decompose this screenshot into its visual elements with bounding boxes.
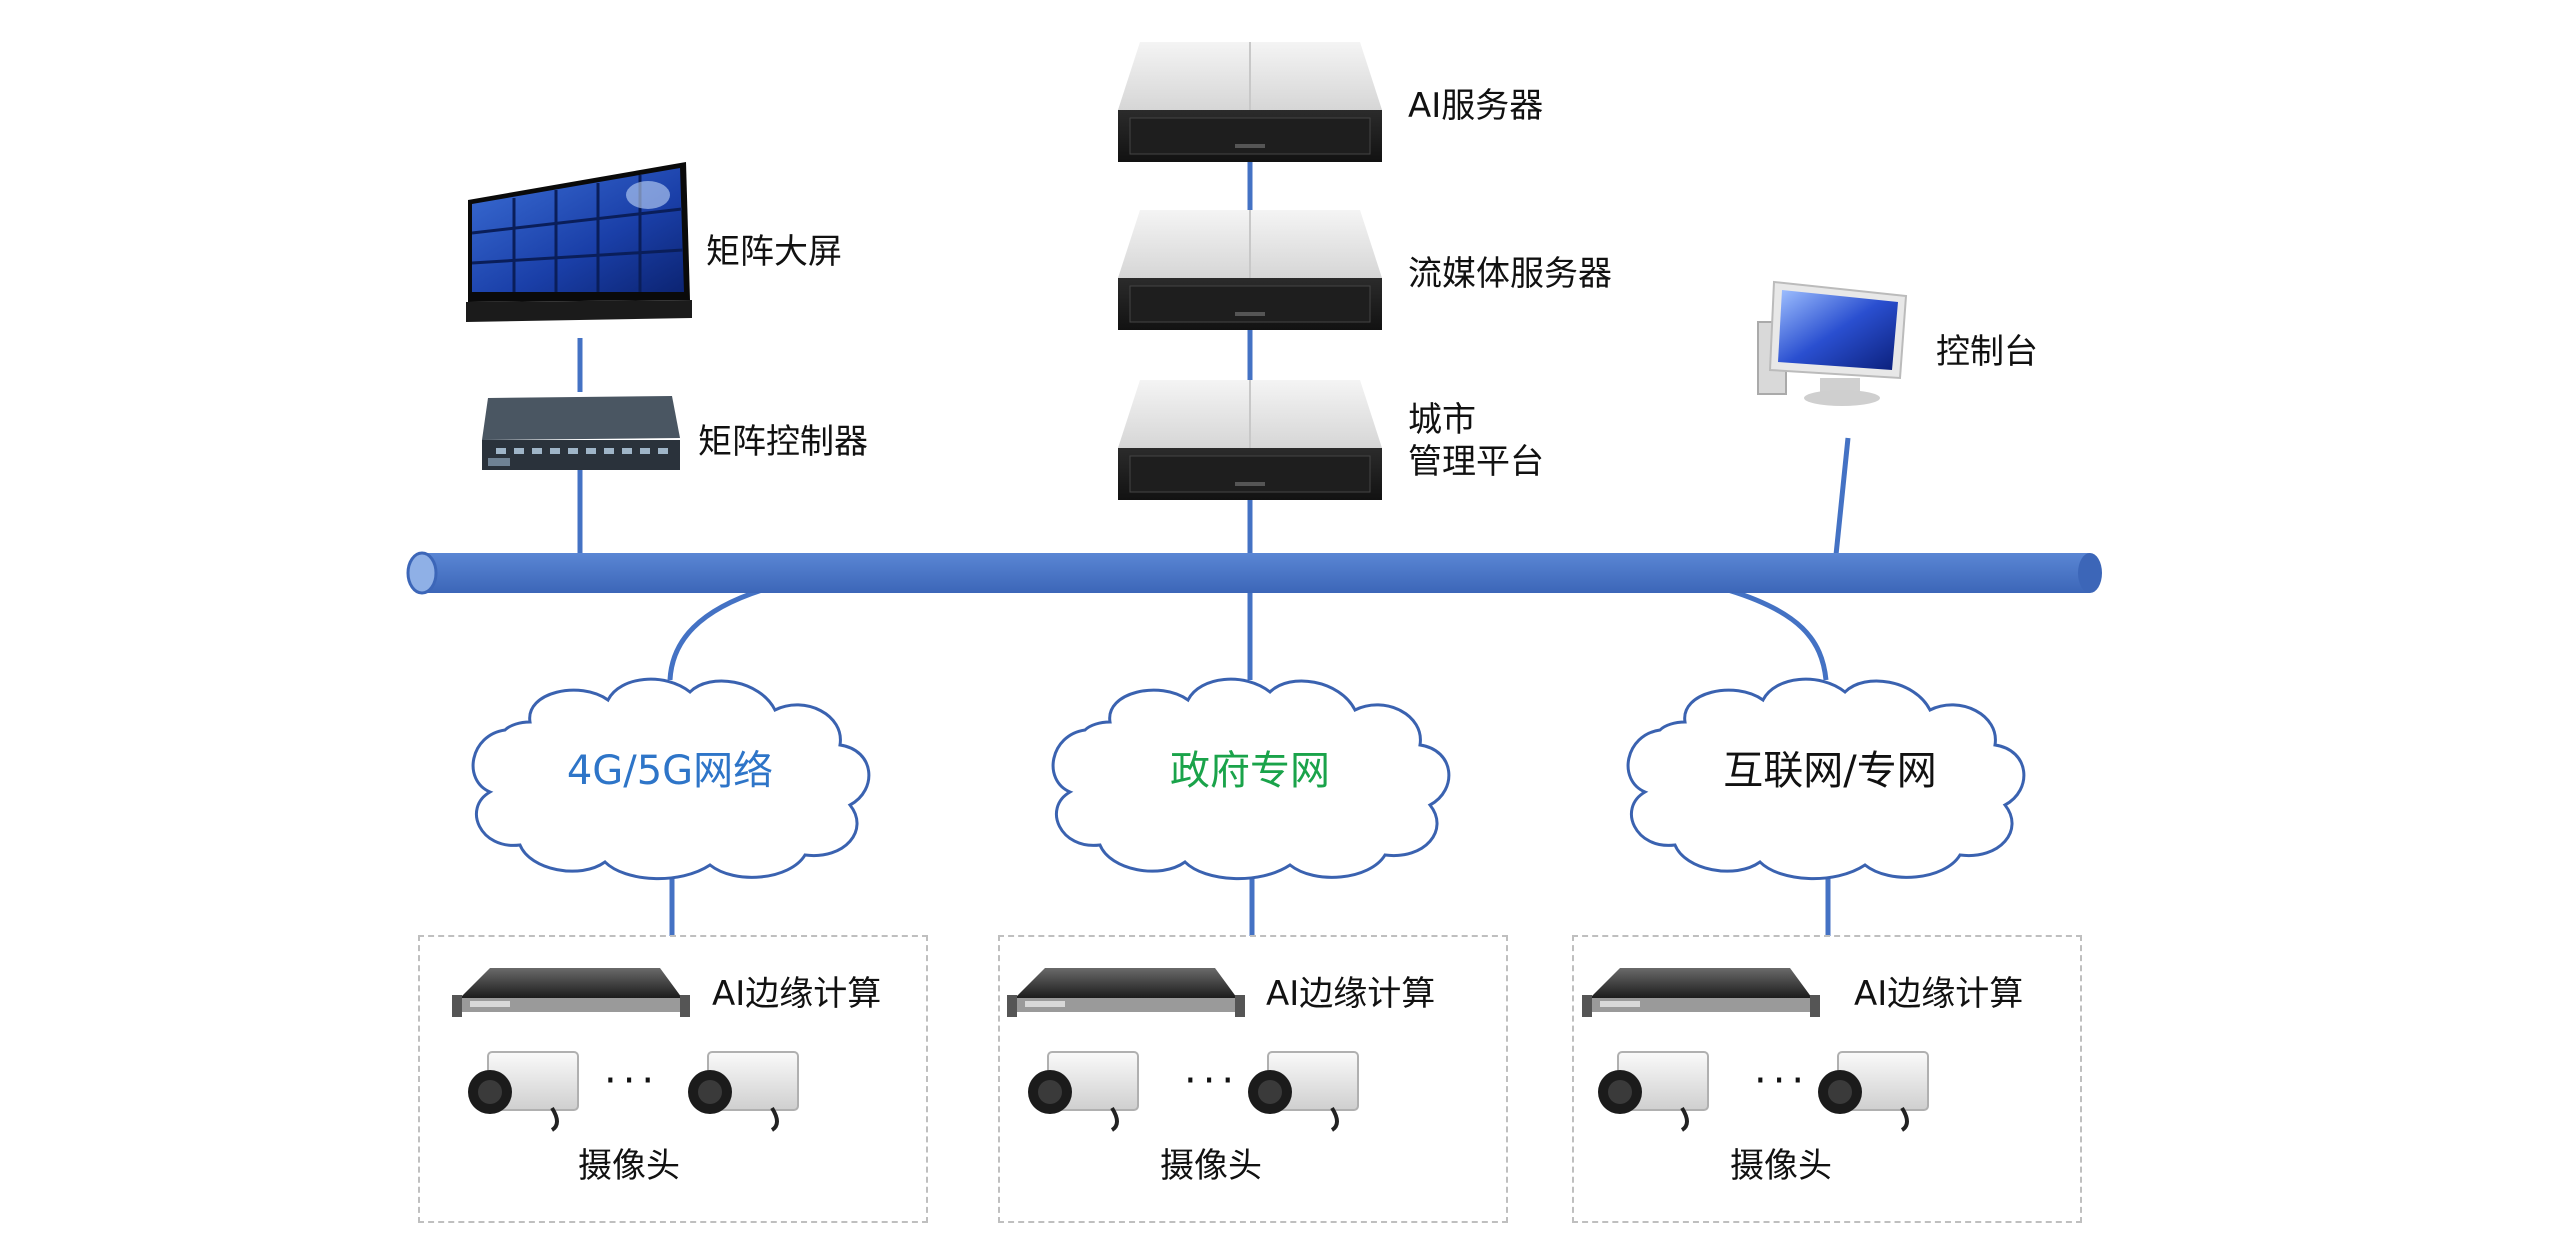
camera-label-1: 摄像头 — [578, 1146, 680, 1186]
media-server-icon — [1118, 210, 1382, 330]
camera-icon-3a — [1598, 1051, 1709, 1132]
matrix-controller-label: 矩阵控制器 — [698, 422, 868, 462]
edge-group-box-1 — [418, 935, 928, 1223]
video-wall-icon — [466, 162, 692, 322]
media-server-label: 流媒体服务器 — [1408, 254, 1612, 294]
camera-icon-1b — [688, 1051, 799, 1132]
edge-label-1: AI边缘计算 — [712, 974, 882, 1014]
network-bus — [406, 551, 2102, 595]
camera-label-2: 摄像头 — [1160, 1146, 1262, 1186]
matrix-controller-icon — [482, 396, 680, 470]
city-platform-label-line1: 城市 — [1408, 400, 1476, 440]
link-console-bus — [1833, 437, 1851, 556]
cloud-internet-network — [1626, 677, 2026, 881]
edge-label-3: AI边缘计算 — [1854, 974, 2024, 1014]
camera-ellipsis-3: ··· — [1754, 1058, 1811, 1104]
console-label: 控制台 — [1936, 332, 2038, 372]
city-platform-label-line2: 管理平台 — [1408, 442, 1544, 482]
edge-group-box-3 — [1572, 935, 2082, 1223]
cloud-mobile-network — [471, 677, 871, 881]
internet-network-label: 互联网/专网 — [1723, 748, 1937, 794]
camera-label-3: 摄像头 — [1730, 1146, 1832, 1186]
edge-label-2: AI边缘计算 — [1266, 974, 1436, 1014]
city-platform-server-icon — [1118, 380, 1382, 500]
edge-device-icon-1 — [452, 968, 690, 1017]
edge-device-icon-3 — [1582, 968, 1820, 1017]
camera-icon-2b — [1248, 1051, 1359, 1132]
camera-icon-1a — [468, 1051, 579, 1132]
camera-icon-3b — [1818, 1051, 1929, 1132]
console-computer-icon — [1757, 280, 1908, 406]
camera-icon-2a — [1028, 1051, 1139, 1132]
link-bus-mobile — [667, 587, 763, 681]
ai-server-icon — [1118, 42, 1382, 162]
video-wall-label: 矩阵大屏 — [706, 232, 842, 272]
mobile-network-label: 4G/5G网络 — [566, 748, 774, 794]
edge-device-icon-2 — [1007, 968, 1245, 1017]
edge-group-box-2 — [998, 935, 1508, 1223]
link-bus-internet — [1727, 587, 1829, 681]
camera-ellipsis-1: ··· — [604, 1058, 661, 1104]
cloud-gov-network — [1051, 677, 1451, 881]
ai-server-label: AI服务器 — [1408, 86, 1544, 126]
camera-ellipsis-2: ··· — [1184, 1058, 1241, 1104]
gov-network-label: 政府专网 — [1170, 748, 1330, 794]
